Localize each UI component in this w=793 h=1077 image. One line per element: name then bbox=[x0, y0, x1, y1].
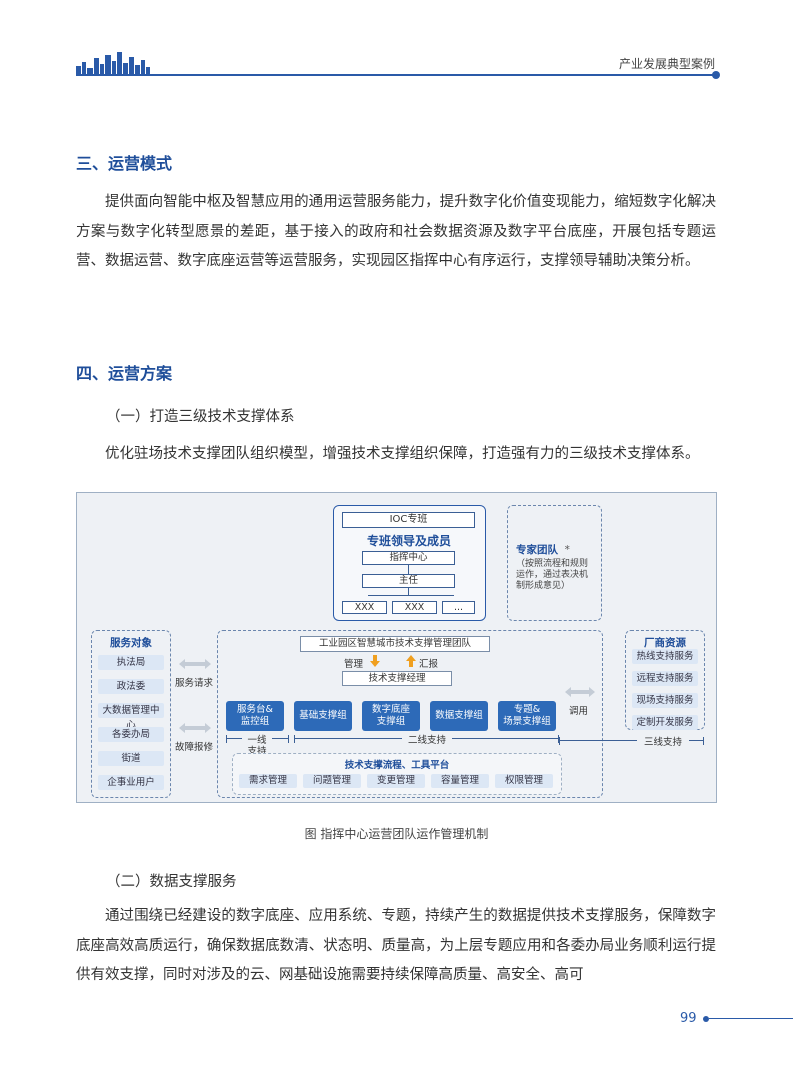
target-item: 企事业用户 bbox=[98, 775, 164, 790]
vendor-box: 厂商资源 热线支持服务 远程支持服务 现场支持服务 定制开发服务 bbox=[625, 630, 705, 730]
figure-caption: 图 指挥中心运营团队运作管理机制 bbox=[304, 827, 489, 841]
call-label: 调用 bbox=[569, 706, 589, 717]
double-arrow-icon bbox=[179, 659, 211, 669]
expert-title: 专家团队 * bbox=[516, 542, 570, 557]
arrow-up-icon bbox=[406, 655, 416, 667]
header-divider bbox=[76, 74, 716, 76]
ruler-tick bbox=[558, 735, 559, 743]
expert-title-text: 专家团队 bbox=[516, 544, 558, 556]
line-1-label: 一线 支持 bbox=[242, 735, 272, 757]
arrow-down-icon bbox=[370, 655, 380, 667]
subsection-1-title: （一）打造三级技术支撑体系 bbox=[106, 409, 295, 425]
subsection-1-paragraph: 优化驻场技术支撑团队组织模型，增强技术支撑组织保障，打造强有力的三级技术支撑体系… bbox=[105, 446, 700, 462]
ioc-label: IOC专班 bbox=[342, 512, 475, 528]
support-group: 服务台& 监控组 bbox=[226, 701, 284, 731]
ruler-tick bbox=[226, 735, 227, 743]
ruler-tick bbox=[288, 735, 289, 743]
header-dot bbox=[712, 71, 720, 79]
vendor-item: 定制开发服务 bbox=[632, 715, 698, 730]
target-item: 大数据管理中心 bbox=[98, 703, 164, 731]
line-2-label: 二线支持 bbox=[402, 732, 452, 746]
support-group: 数据支撑组 bbox=[430, 701, 488, 731]
member: XXX bbox=[392, 601, 437, 614]
org-diagram: IOC专班 专班领导及成员 指挥中心 主任 XXX XXX ... 专家团队 *… bbox=[76, 492, 717, 803]
platform-item: 问题管理 bbox=[303, 774, 361, 788]
footer-dot bbox=[703, 1016, 709, 1022]
service-targets-box: 服务对象 执法局 政法委 大数据管理中心 各委办局 街道 企事业用户 bbox=[91, 630, 171, 798]
command-center: 指挥中心 bbox=[362, 551, 455, 565]
ruler-tick bbox=[559, 737, 560, 745]
target-item: 街道 bbox=[98, 751, 164, 766]
ioc-box: IOC专班 专班领导及成员 指挥中心 主任 XXX XXX ... bbox=[333, 505, 486, 621]
footer-line bbox=[709, 1018, 793, 1019]
connector bbox=[368, 595, 454, 596]
ruler-tick bbox=[703, 737, 704, 745]
vendor-item: 现场支持服务 bbox=[632, 693, 698, 708]
double-arrow-icon bbox=[179, 723, 211, 733]
section-4-title: 四、运营方案 bbox=[76, 364, 173, 383]
connector bbox=[408, 588, 409, 595]
page-number: 99 bbox=[680, 1011, 697, 1026]
platform-box: 技术支撑流程、工具平台 需求管理 问题管理 变更管理 容量管理 权限管理 bbox=[232, 753, 562, 795]
vendor-item: 热线支持服务 bbox=[632, 649, 698, 664]
platform-item: 需求管理 bbox=[239, 774, 297, 788]
service-request-label: 服务请求 bbox=[175, 678, 214, 689]
expert-star: * bbox=[564, 544, 570, 556]
section-3-title: 三、运营模式 bbox=[76, 154, 173, 173]
subsection-2-paragraph: 通过围绕已经建设的数字底座、应用系统、专题，持续产生的数据提供技术支撑服务，保障… bbox=[76, 908, 716, 983]
team-title: 工业园区智慧城市技术支撑管理团队 bbox=[300, 636, 490, 652]
fault-report-label: 故障报修 bbox=[175, 742, 214, 753]
ioc-title: 专班领导及成员 bbox=[366, 534, 451, 548]
member: ... bbox=[442, 601, 475, 614]
city-skyline-icon bbox=[76, 52, 150, 76]
platform-item: 容量管理 bbox=[431, 774, 489, 788]
header-title: 产业发展典型案例 bbox=[618, 57, 715, 71]
platform-title: 技术支撑流程、工具平台 bbox=[344, 760, 450, 771]
target-item: 各委办局 bbox=[98, 727, 164, 742]
manage-label: 管理 bbox=[344, 659, 364, 670]
expert-note: （按照流程和规则运作，通过表决机制形成意见） bbox=[516, 559, 589, 591]
expert-box: 专家团队 * （按照流程和规则运作，通过表决机制形成意见） bbox=[507, 505, 602, 621]
ruler-line bbox=[559, 740, 703, 741]
director: 主任 bbox=[362, 574, 455, 588]
ruler-tick bbox=[294, 735, 295, 743]
double-arrow-icon bbox=[565, 687, 595, 697]
platform-item: 变更管理 bbox=[367, 774, 425, 788]
report-label: 汇报 bbox=[419, 659, 439, 670]
vendor-title: 厂商资源 bbox=[644, 637, 686, 649]
target-item: 执法局 bbox=[98, 655, 164, 670]
connector bbox=[408, 565, 409, 574]
service-targets-title: 服务对象 bbox=[110, 637, 152, 649]
team-box: 工业园区智慧城市技术支撑管理团队 管理 汇报 技术支撑经理 服务台& 监控组 基… bbox=[217, 630, 603, 798]
target-item: 政法委 bbox=[98, 679, 164, 694]
support-group: 专题& 场景支撑组 bbox=[498, 701, 556, 731]
vendor-item: 远程支持服务 bbox=[632, 671, 698, 686]
support-group: 数字底座 支撑组 bbox=[362, 701, 420, 731]
tech-support-manager: 技术支撑经理 bbox=[342, 671, 452, 686]
platform-item: 权限管理 bbox=[495, 774, 553, 788]
member: XXX bbox=[342, 601, 387, 614]
section-3-paragraph: 提供面向智能中枢及智慧应用的通用运营服务能力，提升数字化价值变现能力，缩短数字化… bbox=[76, 194, 716, 269]
line-3-label: 三线支持 bbox=[637, 734, 689, 748]
subsection-2-title: （二）数据支撑服务 bbox=[106, 874, 237, 890]
support-group: 基础支撑组 bbox=[294, 701, 352, 731]
